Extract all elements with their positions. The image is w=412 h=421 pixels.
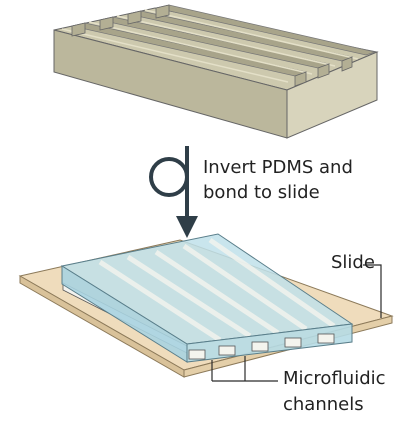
pdms-mold-block <box>53 4 379 139</box>
invert-arrow <box>149 146 198 238</box>
slide-label: Slide <box>331 252 375 273</box>
channel-openings <box>188 333 335 360</box>
leader-lines <box>211 264 382 382</box>
channels-label-line2: channels <box>283 394 364 415</box>
bonded-pdms-block <box>60 233 354 363</box>
invert-arrow-loop <box>149 157 189 197</box>
step-label-line2: bond to slide <box>203 182 320 203</box>
step-label-line1: Invert PDMS and <box>203 157 353 178</box>
channel-streaks <box>98 237 336 343</box>
arrow-head-icon <box>176 216 198 238</box>
slide-leader-line <box>363 264 382 318</box>
channels-label-line1: Microfluidic <box>283 368 386 389</box>
